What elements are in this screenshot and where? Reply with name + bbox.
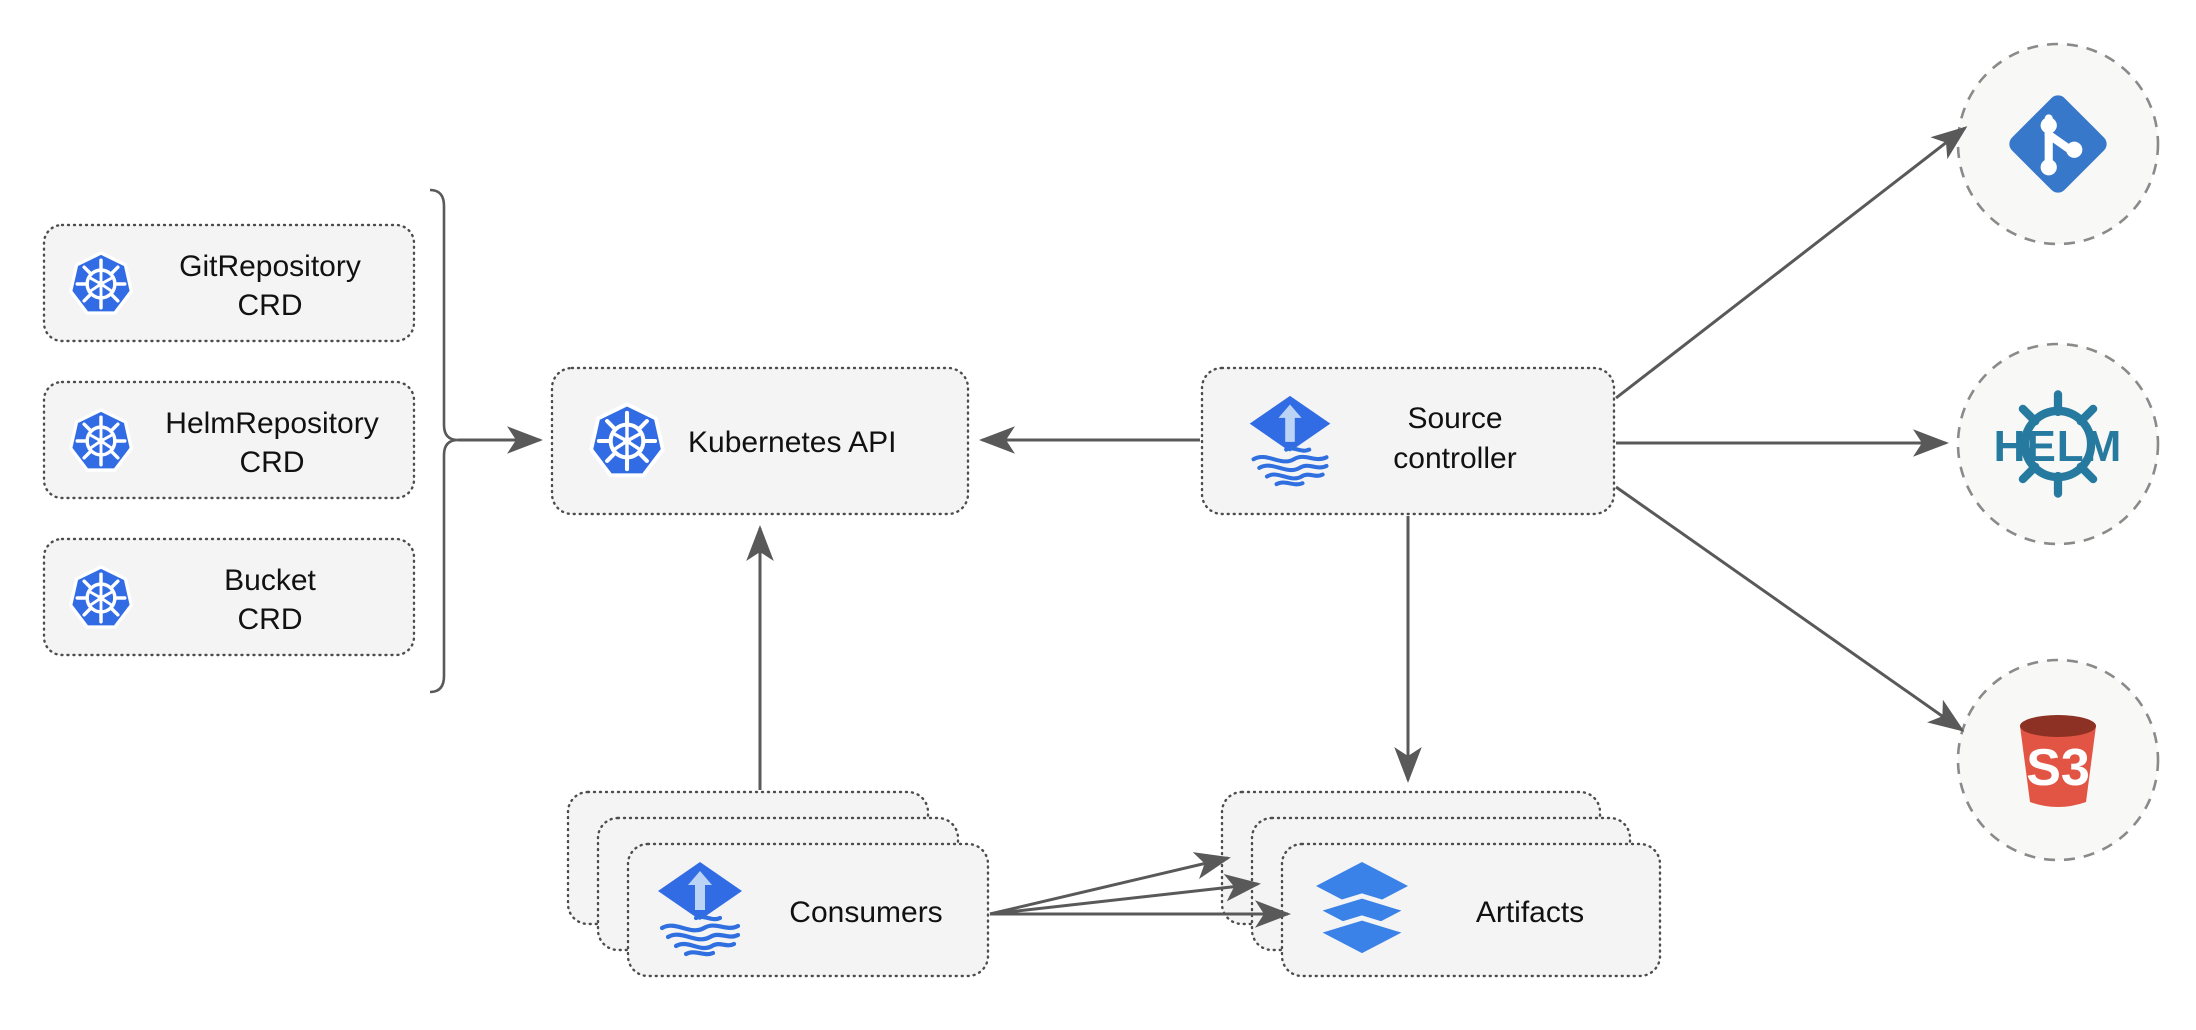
node-label-artifacts: Artifacts: [1476, 896, 1584, 929]
crd-label-line1: GitRepository: [179, 250, 361, 283]
kubernetes-icon: [591, 404, 663, 475]
node-kubernetes-api[interactable]: Kubernetes API: [550, 366, 970, 516]
connector-consumers-to-artifacts-1: [989, 852, 1231, 916]
node-label-source-controller-line2: controller: [1393, 442, 1516, 475]
kubernetes-icon: [68, 565, 134, 629]
crd-label-line2: CRD: [238, 289, 303, 322]
s3-wordmark: S3: [2026, 739, 2090, 797]
node-source-controller[interactable]: Source controller: [1200, 366, 1616, 516]
node-consumers[interactable]: Consumers: [566, 790, 990, 978]
crd-label-line1: HelmRepository: [165, 407, 378, 440]
kubernetes-icon: [68, 408, 134, 472]
node-label-kubernetes-api: Kubernetes API: [688, 426, 896, 459]
crd-card-bucket[interactable]: Bucket CRD: [42, 537, 416, 657]
connector-controller-to-s3: [1615, 485, 1965, 732]
crd-label-line2: CRD: [240, 446, 305, 479]
external-source-s3[interactable]: S3: [1956, 658, 2160, 862]
crd-group-bracket: [429, 188, 459, 694]
node-artifacts[interactable]: Artifacts: [1220, 790, 1662, 978]
connector-controller-to-git: [1615, 126, 1968, 400]
crd-card-gitrepository[interactable]: GitRepository CRD: [42, 223, 416, 343]
crd-label-line2: CRD: [238, 603, 303, 636]
node-label-consumers: Consumers: [789, 896, 942, 929]
external-source-helm[interactable]: HELM: [1956, 342, 2160, 546]
crd-card-helmrepository[interactable]: HelmRepository CRD: [42, 380, 416, 500]
connector-consumers-to-artifacts-2: [989, 873, 1261, 916]
crd-label-line1: Bucket: [224, 564, 316, 597]
external-source-git[interactable]: [1956, 42, 2160, 246]
helm-wordmark: HELM: [1994, 422, 2123, 471]
kubernetes-icon: [68, 251, 134, 315]
node-label-source-controller-line1: Source: [1407, 402, 1502, 435]
